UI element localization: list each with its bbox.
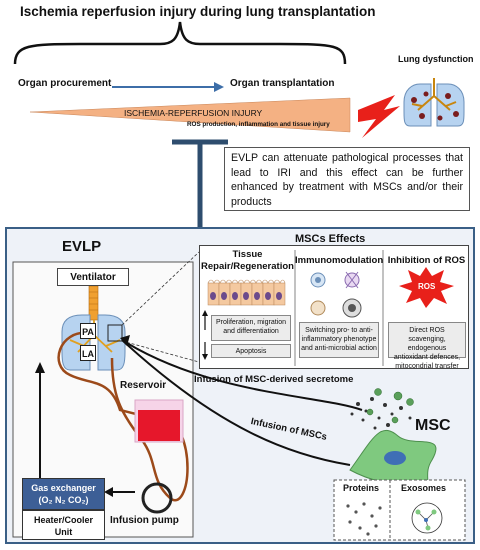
effects-heading: MSCs Effects (292, 233, 369, 245)
tissue-box-apoptosis: Apoptosis (211, 344, 291, 358)
la-label: LA (80, 345, 96, 361)
heater-line1: Heater/Cooler (33, 515, 94, 525)
infusion-pump-label: Infusion pump (110, 515, 179, 526)
msc-cell-icon (349, 430, 437, 488)
proteins-label: Proteins (343, 483, 380, 493)
msc-effects-panel: MSCs Effects Tissue (199, 233, 469, 370)
immuno-box: Switching pro- to anti-inflammatory phen… (299, 322, 379, 358)
evlp-heading: EVLP (62, 238, 102, 255)
organ-transplantation-label: Organ transplantation (230, 78, 335, 89)
infusion-secretome-label: Infusion of MSC-derived secretome (194, 374, 354, 385)
msc-label: MSC (415, 417, 451, 434)
ros-starburst-icon (399, 267, 454, 308)
dysfunctional-lung-icon (403, 78, 465, 127)
ros-badge: ROS (418, 282, 436, 291)
heater-line2: Unit (54, 527, 73, 537)
organ-procurement-label: Organ procurement (18, 78, 112, 89)
gas-exchanger-line1: Gas exchanger (31, 483, 96, 493)
immuno-heading: Immunomodulation (295, 255, 384, 266)
effects-graphics (202, 250, 454, 366)
lightning-bolt-icon (358, 95, 400, 138)
heater-box: Heater/Cooler Unit (22, 510, 105, 540)
pa-label: PA (80, 323, 96, 339)
gas-exchanger-line2: (O₂ N₂ CO₂) (38, 495, 89, 505)
gas-exchanger-box: Gas exchanger (O₂ N₂ CO₂) (22, 478, 105, 510)
ventilator-box: Ventilator (57, 268, 129, 286)
lung-dysfunction-label: Lung dysfunction (398, 54, 474, 64)
ros-heading: Inhibition of ROS (387, 255, 466, 266)
ros-box: Direct ROS scavenging, endogenous antiox… (388, 322, 466, 370)
tissue-box-proliferation: Proliferation, migration and differentia… (211, 315, 291, 341)
wedge-sublabel: ROS production, inflammation and tissue … (187, 121, 330, 128)
curly-brace (13, 21, 347, 65)
wedge-label: ISCHEMIA-REPERFUSION INJURY (124, 108, 263, 118)
iri-wedge (29, 97, 351, 133)
evlp-note: EVLP can attenuate pathological processe… (224, 147, 470, 211)
exosome-bubbles (366, 388, 414, 424)
reservoir-label: Reservoir (120, 380, 167, 391)
secretome-particles (350, 397, 412, 430)
diagram-title: Ischemia reperfusion injury during lung … (20, 4, 376, 19)
exosomes-label: Exosomes (401, 483, 447, 493)
tissue-heading-2: Repair/Regeneration (201, 261, 294, 272)
tissue-heading-1: Tissue (232, 249, 263, 260)
